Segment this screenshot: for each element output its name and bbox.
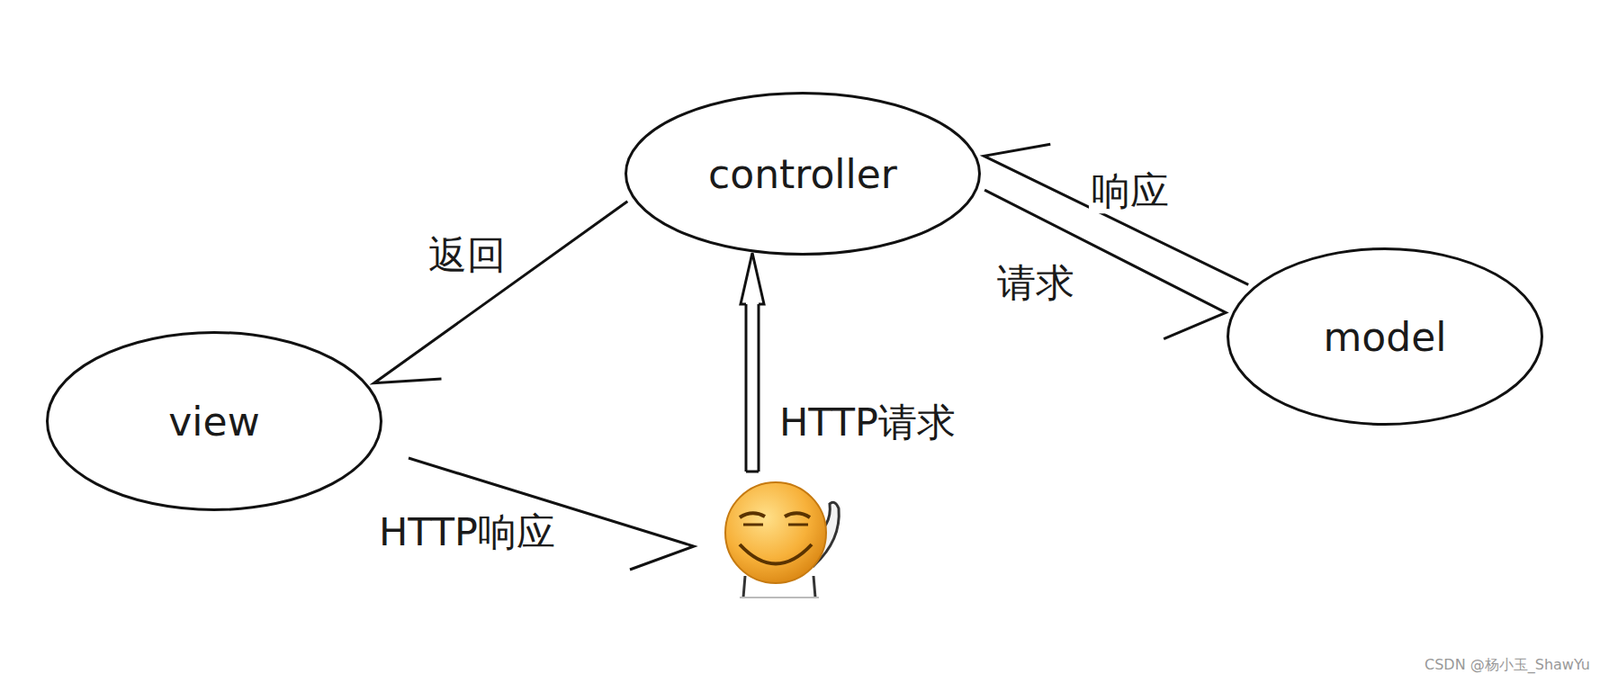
user-figure: [725, 482, 839, 598]
view-ellipse: view: [45, 331, 383, 512]
model-ellipse: model: [1226, 247, 1544, 426]
controller-ellipse: controller: [624, 91, 981, 256]
request-label: HTTP请求: [776, 400, 959, 445]
edge-label: 请求: [994, 260, 1078, 306]
connector: [374, 201, 629, 384]
edge-label: 返回: [425, 233, 509, 278]
node-label: view: [168, 398, 260, 445]
watermark: CSDN @杨小玉_ShawYu: [1421, 656, 1593, 674]
request-arrow: [740, 252, 765, 472]
node-label: model: [1322, 314, 1447, 360]
edge-label: 响应: [1088, 169, 1172, 214]
response-label: HTTP响应: [376, 510, 558, 555]
node-label: controller: [708, 151, 898, 198]
